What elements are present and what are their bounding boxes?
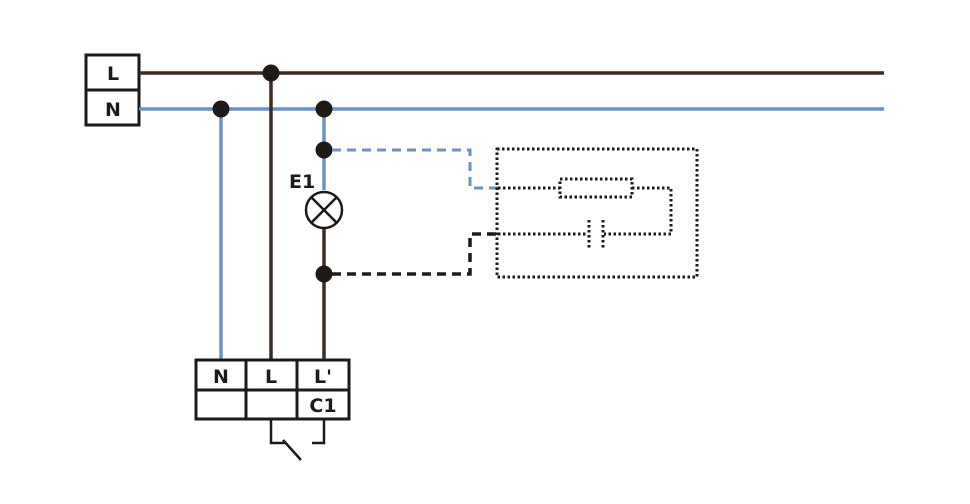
filter-wire-right	[604, 186, 673, 236]
contact-right-lead	[312, 419, 326, 445]
device-terminal-block: N L L' C1	[194, 358, 351, 421]
device-output-c1-label: C1	[309, 395, 336, 417]
junction-dot-neutral-2	[315, 100, 333, 118]
resistor-icon	[558, 177, 634, 199]
lamp-label: E1	[289, 171, 315, 193]
optional-filter-box	[495, 147, 699, 279]
junction-dot-neutral-1	[212, 100, 230, 118]
supply-terminal-block: L N	[84, 53, 141, 127]
device-terminal-n-label: N	[213, 366, 229, 388]
contact-switch-icon	[269, 419, 326, 461]
junction-dot-lamp-bottom	[315, 265, 333, 283]
contact-left-lead	[269, 419, 286, 445]
lamp-cross-stroke-2	[310, 196, 338, 224]
filter-box-frame	[495, 147, 699, 279]
optional-switched-connection	[332, 232, 498, 276]
contact-blade	[282, 439, 302, 461]
junction-dot-line	[262, 64, 280, 82]
device-terminal-l-label: L	[265, 366, 277, 388]
junction-dot-lamp-top	[315, 141, 333, 159]
device-terminal-l-prime-label: L'	[314, 366, 332, 388]
supply-line-label: L	[107, 63, 119, 85]
optional-neutral-connection	[332, 148, 498, 190]
supply-neutral-label: N	[105, 99, 121, 121]
lamp-e1: E1	[289, 171, 344, 230]
